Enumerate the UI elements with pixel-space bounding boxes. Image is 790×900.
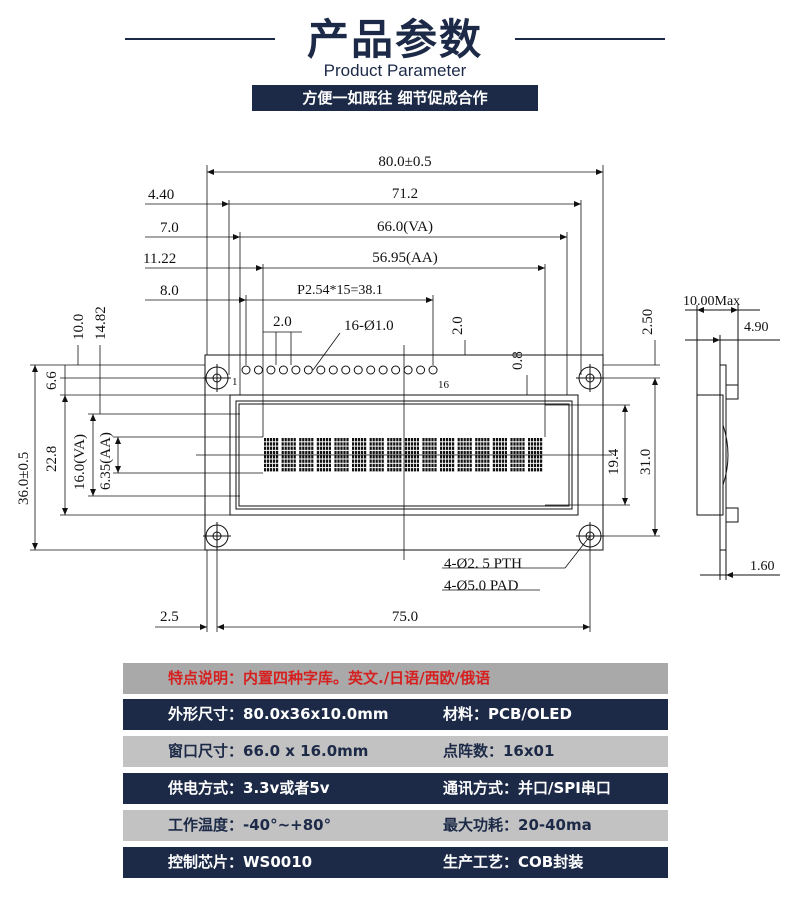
spec-operating-temp: 工作温度：-40°~+80° [168, 816, 332, 834]
spec-process: 生产工艺：COB封装 [443, 853, 584, 871]
pin-hole [416, 365, 426, 375]
dim-offset-1122: 11.22 [143, 251, 176, 267]
character-cells [264, 438, 543, 472]
spec-power-supply: 供电方式：3.3v或者5v [168, 779, 330, 797]
spec-row-5: 控制芯片：WS0010 生产工艺：COB封装 [123, 847, 668, 878]
dim-bottom-750: 75.0 [392, 609, 418, 625]
dim-v-1482: 14.82 [93, 306, 109, 340]
dim-v-20: 2.0 [450, 316, 466, 335]
pin-hole [253, 365, 263, 375]
pin-hole [316, 365, 326, 375]
pin-hole [353, 365, 363, 375]
dim-overall-width: 80.0±0.5 [378, 154, 431, 170]
dimension-drawing: 80.0±0.5 71.2 66.0(VA) 56.95(AA) P2.54*1… [16, 154, 780, 632]
dim-mount-pads: 4-Ø5.0 PAD [444, 578, 519, 594]
pin-hole [291, 365, 301, 375]
dim-hole-span-width: 71.2 [392, 186, 418, 202]
dim-mount-holes: 4-Ø2. 5 PTH [444, 556, 522, 572]
side-view [685, 305, 780, 580]
spec-row-1: 外形尺寸：80.0x36x10.0mm 材料：PCB/OLED [123, 699, 668, 730]
pin-hole [278, 365, 288, 375]
dim-offset-80: 8.0 [160, 283, 179, 299]
dim-side-490: 4.90 [744, 320, 769, 335]
spec-interface: 通讯方式：并口/SPI串口 [443, 779, 611, 797]
header-rule-left [125, 38, 275, 40]
pin-hole [266, 365, 276, 375]
dim-h-194: 19.4 [606, 448, 622, 475]
tagline-banner: 方便一如既往 细节促成合作 [252, 85, 538, 111]
spec-note-row: 特点说明：内置四种字库。英文./日语/西欧/俄语 [123, 663, 668, 694]
spec-outline-size: 外形尺寸：80.0x36x10.0mm [168, 705, 389, 723]
dim-offset-70: 7.0 [160, 220, 179, 236]
pin-hole [341, 365, 351, 375]
dim-bottom-25: 2.5 [160, 609, 179, 625]
dim-aa-height: 6.35(AA) [98, 432, 114, 490]
pin-row [241, 365, 438, 375]
spec-controller-chip: 控制芯片：WS0010 [168, 853, 313, 871]
dim-pin-holes: 16-Ø1.0 [344, 318, 394, 334]
spec-max-power: 最大功耗：20-40ma [443, 816, 592, 834]
dim-h-228: 22.8 [44, 446, 60, 472]
pin-hole [378, 365, 388, 375]
dim-pin-pitch: 2.0 [273, 314, 292, 330]
page-title: 产品参数 [306, 15, 483, 64]
dim-overall-height: 36.0±0.5 [16, 452, 32, 505]
dim-h-66: 6.6 [44, 371, 60, 390]
page-subtitle: Product Parameter [323, 61, 467, 80]
pin-first-label: 1 [232, 376, 238, 388]
dim-offset-440: 4.40 [148, 187, 174, 203]
pin-hole [328, 365, 338, 375]
dim-v-08: 0.8 [510, 351, 526, 370]
pin-hole [366, 365, 376, 375]
dim-v-100: 10.0 [71, 314, 87, 340]
header-rule-right [515, 38, 665, 40]
spec-row-3: 供电方式：3.3v或者5v 通讯方式：并口/SPI串口 [123, 773, 668, 804]
pin-hole [241, 365, 251, 375]
pin-hole [428, 365, 438, 375]
spec-window-size: 窗口尺寸：66.0 x 16.0mm [168, 742, 369, 760]
dim-h-310: 31.0 [638, 449, 654, 475]
spec-note: 特点说明：内置四种字库。英文./日语/西欧/俄语 [168, 669, 491, 687]
pin-hole [391, 365, 401, 375]
dim-pitch: P2.54*15=38.1 [297, 283, 383, 298]
dim-aa-width: 56.95(AA) [372, 250, 437, 266]
pin-last-label: 16 [438, 379, 450, 391]
dim-va-height: 16.0(VA) [72, 434, 88, 490]
dim-va-width: 66.0(VA) [377, 219, 433, 235]
pin-hole [303, 365, 313, 375]
spec-row-4: 工作温度：-40°~+80° 最大功耗：20-40ma [123, 810, 668, 841]
dim-side-160: 1.60 [750, 559, 775, 574]
spec-dot-matrix: 点阵数：16x01 [443, 742, 555, 760]
spec-row-2: 窗口尺寸：66.0 x 16.0mm 点阵数：16x01 [123, 736, 668, 767]
dim-side-thickness: 10.00Max [683, 294, 740, 309]
spec-material: 材料：PCB/OLED [443, 705, 572, 723]
dim-v-250: 2.50 [640, 309, 656, 335]
pin-hole [403, 365, 413, 375]
